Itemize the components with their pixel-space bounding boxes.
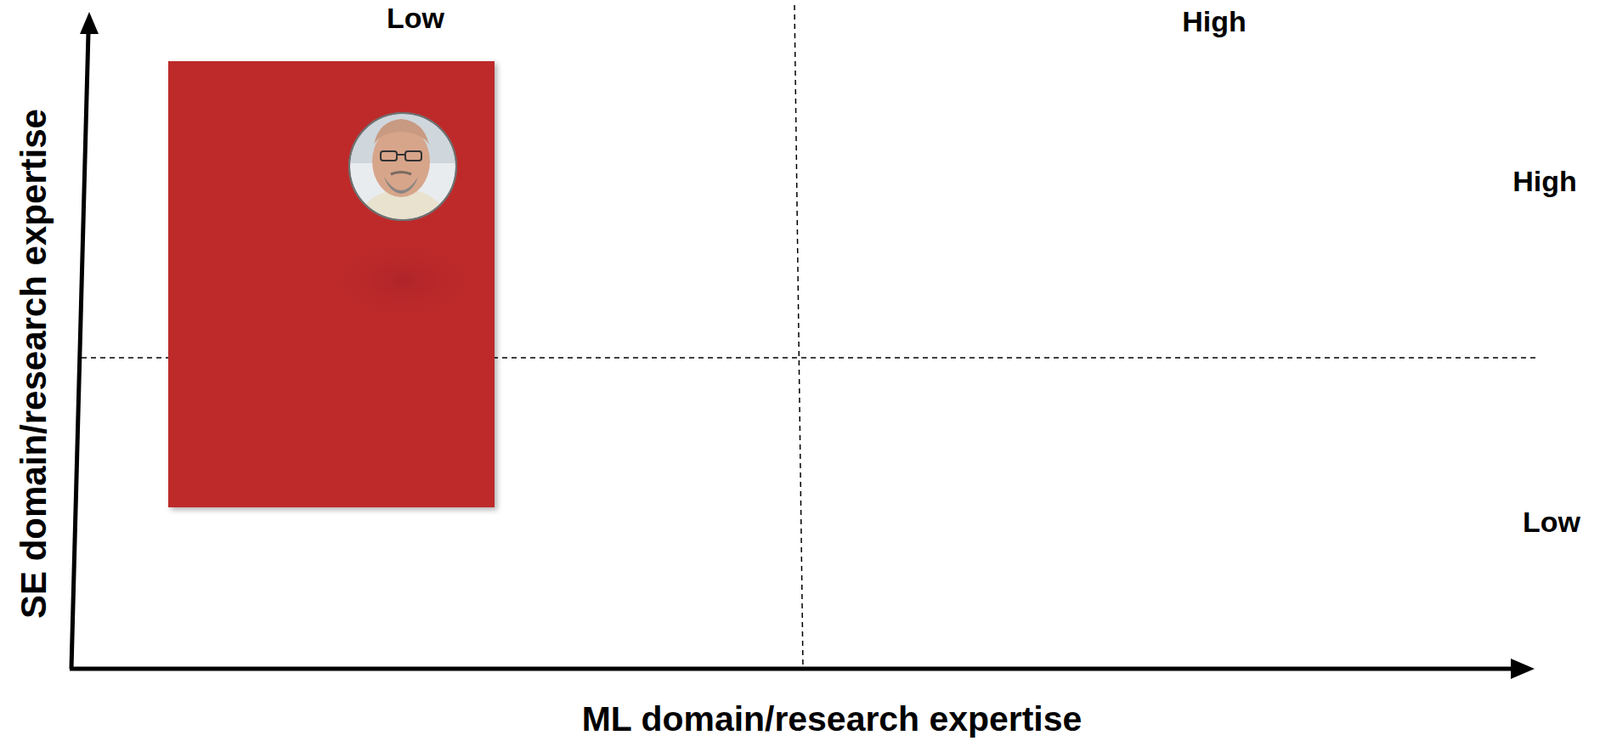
x-axis-arrowhead [1510,658,1535,679]
row-label: High [1512,165,1578,198]
y-axis [71,32,89,669]
column-label: High [1181,5,1247,38]
axis-title: ML domain/research expertise [582,700,1083,739]
x-axis [69,667,1515,672]
column-label: Low [386,2,445,34]
axis-title: SE domain/research expertise [14,108,54,619]
divider-vertical [794,5,803,669]
red-region [168,61,495,508]
row-label: Low [1522,506,1581,538]
y-axis-arrowhead [79,11,99,34]
portrait [348,112,458,221]
region-glow [322,237,484,323]
